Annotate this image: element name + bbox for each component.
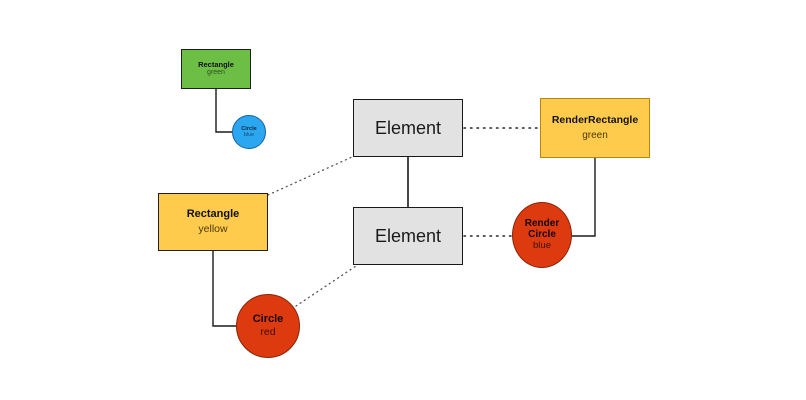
node-widget-circle-blue[interactable]: Circle blue [232,115,266,149]
node-title: Circle [252,312,284,325]
node-widget-circle-red[interactable]: Circle red [236,294,300,358]
node-subtitle: blue [533,240,551,252]
edge-yellow-rectangle-to-red-circle [212,251,238,327]
node-title: Element [374,225,442,246]
edge-green-rectangle-to-blue-circle [215,89,232,133]
node-render-rectangle[interactable]: RenderRectangle green [540,98,650,158]
node-render-circle[interactable]: Render Circle blue [512,202,572,268]
node-subtitle: yellow [198,222,228,235]
node-widget-rectangle-green[interactable]: Rectangle green [181,49,251,89]
node-widget-rectangle-yellow[interactable]: Rectangle yellow [158,193,268,251]
node-title: Element [374,117,442,138]
node-title: Circle [241,125,257,132]
node-title: Rectangle [186,208,240,221]
node-subtitle: green [207,69,225,77]
node-title-line-2: Circle [528,229,556,241]
node-title: RenderRectangle [551,114,639,127]
node-subtitle: red [260,326,276,339]
node-element-top[interactable]: Element [353,99,463,157]
edge-yellow-rectangle-to-element-top [267,156,353,196]
node-element-bottom[interactable]: Element [353,207,463,265]
edge-red-circle-to-element-bottom [295,265,357,307]
node-title-line-1: Render [524,218,560,229]
node-subtitle: green [582,129,608,141]
node-subtitle: blue [243,132,255,139]
node-title: Rectangle [198,59,234,69]
edge-render-rectangle-to-render-circle [570,158,596,237]
